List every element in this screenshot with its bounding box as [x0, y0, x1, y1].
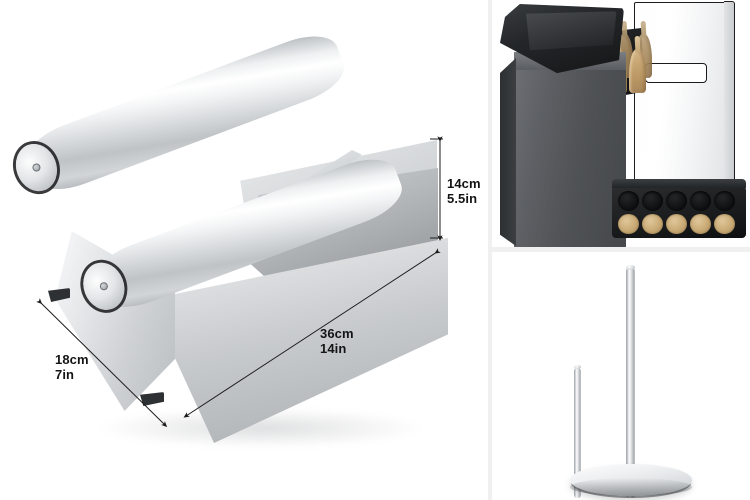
divider-horizontal: [488, 247, 750, 252]
dimension-depth-cm: 18cm: [55, 352, 89, 367]
accessory-tray: [612, 179, 746, 238]
filled-case-scene: [492, 0, 750, 248]
dimension-lines: [36, 136, 443, 428]
steel-cone-loader-product: 14cm 5.5in 36cm 14in 18cm 7in: [0, 0, 488, 500]
dimension-label-height: 14cm 5.5in: [447, 176, 481, 206]
rod-stand-scene: [492, 252, 750, 500]
case-lid-inner-face: [526, 11, 617, 51]
dimension-height-cm: 14cm: [447, 176, 481, 191]
grey-case-body: [500, 52, 626, 248]
white-box-label: [645, 63, 707, 83]
rod-tall-tip: [626, 265, 635, 270]
tray-row-filled: [618, 214, 740, 234]
panel-filled-case: [492, 0, 750, 248]
dimension-length-in: 14in: [320, 340, 347, 356]
case-left-side: [500, 58, 516, 246]
tray-well-filled-3: [666, 214, 687, 234]
tray-well-empty-3: [666, 191, 687, 211]
stand-base-rim: [570, 478, 692, 496]
tray-well-empty-2: [642, 191, 663, 211]
panel-main-dimensioned-product: 14cm 5.5in 36cm 14in 18cm 7in: [0, 0, 488, 500]
tray-well-filled-2: [642, 214, 663, 234]
dimension-length-cm: 36cm: [320, 326, 354, 341]
tray-row-empty: [618, 191, 740, 211]
rod-short: [574, 368, 581, 498]
panel-rod-stand: [492, 252, 750, 500]
rod-short-tip: [574, 365, 581, 369]
cone-front-6: [629, 49, 646, 93]
tray-well-filled-5: [714, 214, 735, 234]
dimension-depth-in: 7in: [55, 366, 75, 382]
tray-top-edge: [612, 179, 746, 188]
white-storage-box: [634, 1, 735, 201]
tray-well-filled-1: [618, 214, 639, 234]
tray-well-empty-1: [618, 191, 639, 211]
rod-tall: [626, 268, 635, 498]
tray-well-filled-4: [690, 214, 711, 234]
dimension-line-length: [183, 248, 441, 418]
dimension-label-depth: 18cm 7in: [55, 352, 89, 382]
dimension-height-in: 5.5in: [447, 190, 478, 206]
dimension-line-depth: [36, 298, 168, 428]
tray-well-empty-5: [714, 191, 735, 211]
dimension-label-length: 36cm 14in: [320, 326, 354, 356]
tray-wells: [618, 191, 740, 234]
tray-well-empty-4: [690, 191, 711, 211]
